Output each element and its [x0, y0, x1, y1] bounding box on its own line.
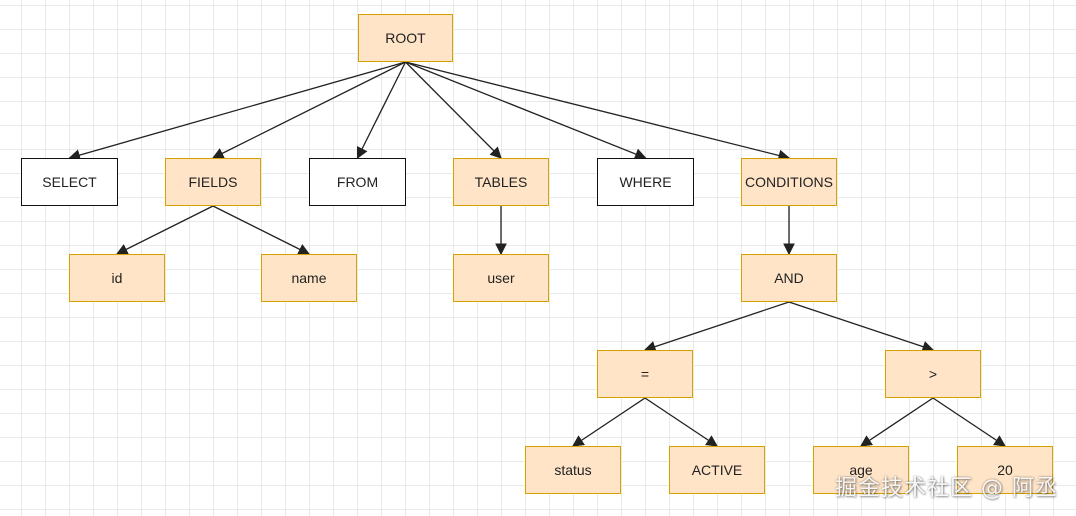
- node-fields[interactable]: FIELDS: [165, 158, 261, 206]
- node-status[interactable]: status: [525, 446, 621, 494]
- edge-root-to-select: [68, 61, 406, 161]
- node-greater-than[interactable]: >: [885, 350, 981, 398]
- edge-root-to-from: [356, 61, 407, 160]
- edge-gt-to-age: [860, 397, 934, 447]
- node-name[interactable]: name: [261, 254, 357, 302]
- edge-root-to-fields: [211, 61, 406, 159]
- node-active[interactable]: ACTIVE: [669, 446, 765, 494]
- edge-root-to-where: [405, 61, 647, 160]
- edge-root-to-tables: [405, 61, 502, 159]
- node-user[interactable]: user: [453, 254, 549, 302]
- node-tables[interactable]: TABLES: [453, 158, 549, 206]
- node-where[interactable]: WHERE: [597, 158, 694, 206]
- edge-fields-to-name: [212, 205, 311, 255]
- watermark: 掘金技术社区 @ 阿丞: [835, 476, 1058, 501]
- node-root[interactable]: ROOT: [358, 14, 453, 62]
- node-and[interactable]: AND: [741, 254, 837, 302]
- node-equals[interactable]: =: [597, 350, 693, 398]
- node-id[interactable]: id: [69, 254, 165, 302]
- edge-eq-to-status: [572, 397, 646, 447]
- edge-root-to-conditions: [405, 61, 791, 162]
- node-twenty[interactable]: 20: [957, 446, 1053, 494]
- edge-eq-to-active: [644, 397, 718, 447]
- node-select[interactable]: SELECT: [21, 158, 118, 206]
- edge-gt-to-twenty: [932, 397, 1006, 447]
- node-age[interactable]: age: [813, 446, 909, 494]
- edge-fields-to-id: [115, 205, 214, 255]
- edge-and-to-eq: [643, 301, 790, 353]
- node-from[interactable]: FROM: [309, 158, 406, 206]
- node-conditions[interactable]: CONDITIONS: [741, 158, 837, 206]
- edge-and-to-gt: [788, 301, 935, 353]
